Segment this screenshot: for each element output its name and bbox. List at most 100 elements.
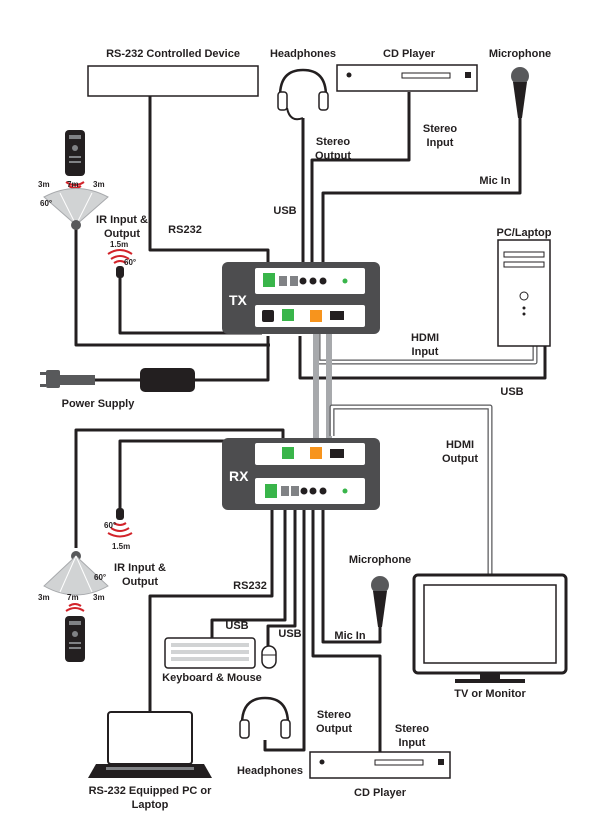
rx-rs232-cable (148, 510, 274, 712)
tx-rs232-terminal-icon (263, 273, 275, 287)
rx-headphones-icon (239, 696, 291, 739)
tx-hdbaset-port-icon (310, 310, 322, 322)
tx-led-icon (342, 278, 348, 284)
rx-rs232-terminal-icon (265, 484, 277, 498)
pc-laptop-label: PC/Laptop (497, 227, 552, 239)
rx-stereo-input-label-2: Input (399, 737, 426, 749)
rx-headphones-cable (263, 510, 306, 752)
tx-mic-cable (321, 118, 522, 262)
rx-ir-angle: 60° (94, 573, 106, 582)
rx-rs232-label: RS232 (233, 580, 267, 592)
rx-ir-terminal-icon (282, 447, 294, 459)
rx-ir-emitter-angle: 60° (104, 521, 116, 530)
rs232-pc-label-2: Laptop (132, 799, 169, 811)
power-supply-label: Power Supply (62, 398, 136, 410)
pc-tower-icon (497, 239, 551, 347)
tx-headphones-icon (277, 68, 329, 121)
rx-usb-mouse-label: USB (278, 628, 301, 640)
rx-stereo-output-label-1: Stereo (317, 709, 352, 721)
rx-audio-jack-1-icon (300, 487, 308, 495)
tx-cd-player-label: CD Player (383, 48, 436, 60)
mouse-icon (261, 645, 277, 669)
rx-ir-io-label-2: Output (122, 576, 158, 588)
power-supply-icon (40, 368, 195, 392)
rx-remote-icon (65, 616, 85, 662)
rx-cd-player-label: CD Player (354, 787, 407, 799)
rx-ir-emitter-icon (107, 508, 133, 538)
tx-mic-in-label: Mic In (479, 175, 510, 187)
tx-ir-emitter-angle: 60° (124, 258, 136, 267)
rx-microphone-label: Microphone (349, 554, 411, 566)
tx-remote-icon (65, 130, 85, 176)
rx-ir-range-left: 3m (38, 593, 50, 602)
rx-led-icon (342, 488, 348, 494)
tx-ir-cable-1 (74, 228, 270, 347)
tv-monitor-icon (412, 573, 568, 683)
tx-cd-player-icon (336, 64, 478, 92)
rx-cd-cable (311, 510, 382, 752)
tx-ir-emitter-icon (107, 249, 133, 278)
tx-stereo-input-label-1: Stereo (423, 123, 458, 135)
tx-unit: TX (222, 262, 380, 334)
keyboard-icon (164, 637, 256, 669)
tx-hdmi-input-label-1: HDMI (411, 332, 439, 344)
tx-ir-angle: 60° (40, 199, 52, 208)
rx-ir-emitter-dist: 1.5m (112, 542, 130, 551)
tx-audio-jack-3-icon (319, 277, 327, 285)
tx-audio-jack-2-icon (309, 277, 317, 285)
tv-monitor-label: TV or Monitor (454, 688, 526, 700)
tx-ir-range-left: 3m (38, 180, 50, 189)
tx-ir-terminal-icon (282, 309, 294, 321)
tx-ir-io-label-1: IR Input & (96, 214, 148, 226)
rx-remote-ir-signal-icon (65, 603, 85, 612)
tx-cd-cable (310, 92, 411, 262)
rx-hdmi-cable-inner (330, 405, 492, 575)
rx-usb-port-2-icon (291, 486, 299, 496)
rx-cd-player-icon (309, 751, 451, 779)
rx-microphone-icon (371, 576, 389, 627)
rx-stereo-output-label-2: Output (316, 723, 352, 735)
tx-microphone-icon (511, 67, 529, 118)
tx-remote-ir-signal-icon (65, 181, 85, 189)
tx-power-port-icon (262, 310, 274, 322)
keyboard-mouse-label: Keyboard & Mouse (162, 672, 262, 684)
tx-hdmi-port-icon (330, 311, 344, 320)
tx-usb-port-icon (279, 276, 287, 286)
rx-ir-range-right: 3m (93, 593, 105, 602)
tx-stereo-input-label-2: Input (427, 137, 454, 149)
rx-ir-receiver-fan-icon (43, 551, 109, 596)
tx-ir-receiver-fan-icon (43, 188, 109, 230)
tx-usb-port-2-icon (290, 276, 298, 286)
tx-usb-pc-label: USB (500, 386, 523, 398)
tx-ir-emitter-dist: 1.5m (110, 240, 128, 249)
tx-audio-jack-1-icon (299, 277, 307, 285)
tx-stereo-output-label-1: Stereo (316, 136, 351, 148)
rx-mic-in-label: Mic In (334, 630, 365, 642)
rx-stereo-input-label-1: Stereo (395, 723, 430, 735)
rx-usb-keyboard-label: USB (225, 620, 248, 632)
tx-hdmi-input-label-2: Input (412, 346, 439, 358)
rs232-controlled-device-icon (87, 65, 259, 97)
rx-hdbaset-port-icon (310, 447, 322, 459)
laptop-icon (88, 711, 212, 778)
rx-unit-label: RX (229, 468, 249, 484)
rx-hdmi-output-label-2: Output (442, 453, 478, 465)
tx-ir-cable-2 (118, 275, 262, 335)
rx-unit: RX (222, 438, 380, 510)
tx-stereo-output-label-2: Output (315, 150, 351, 162)
tx-rs232-cable (148, 96, 270, 272)
rx-hdmi-output-label-1: HDMI (446, 439, 474, 451)
rx-usb-port-icon (281, 486, 289, 496)
rx-ir-range-center: 7m (67, 593, 79, 602)
tx-microphone-label: Microphone (489, 48, 551, 60)
tx-cables (74, 92, 547, 382)
tx-ir-range-right: 3m (93, 180, 105, 189)
rx-ir-io-label-1: IR Input & (114, 562, 166, 574)
tx-unit-label: TX (229, 292, 248, 308)
rx-usb-mouse-cable (266, 510, 297, 646)
tx-headphones-label: Headphones (270, 48, 336, 60)
tx-ir-range-center: 7m (67, 180, 79, 189)
tx-power-cable-2 (195, 336, 270, 382)
